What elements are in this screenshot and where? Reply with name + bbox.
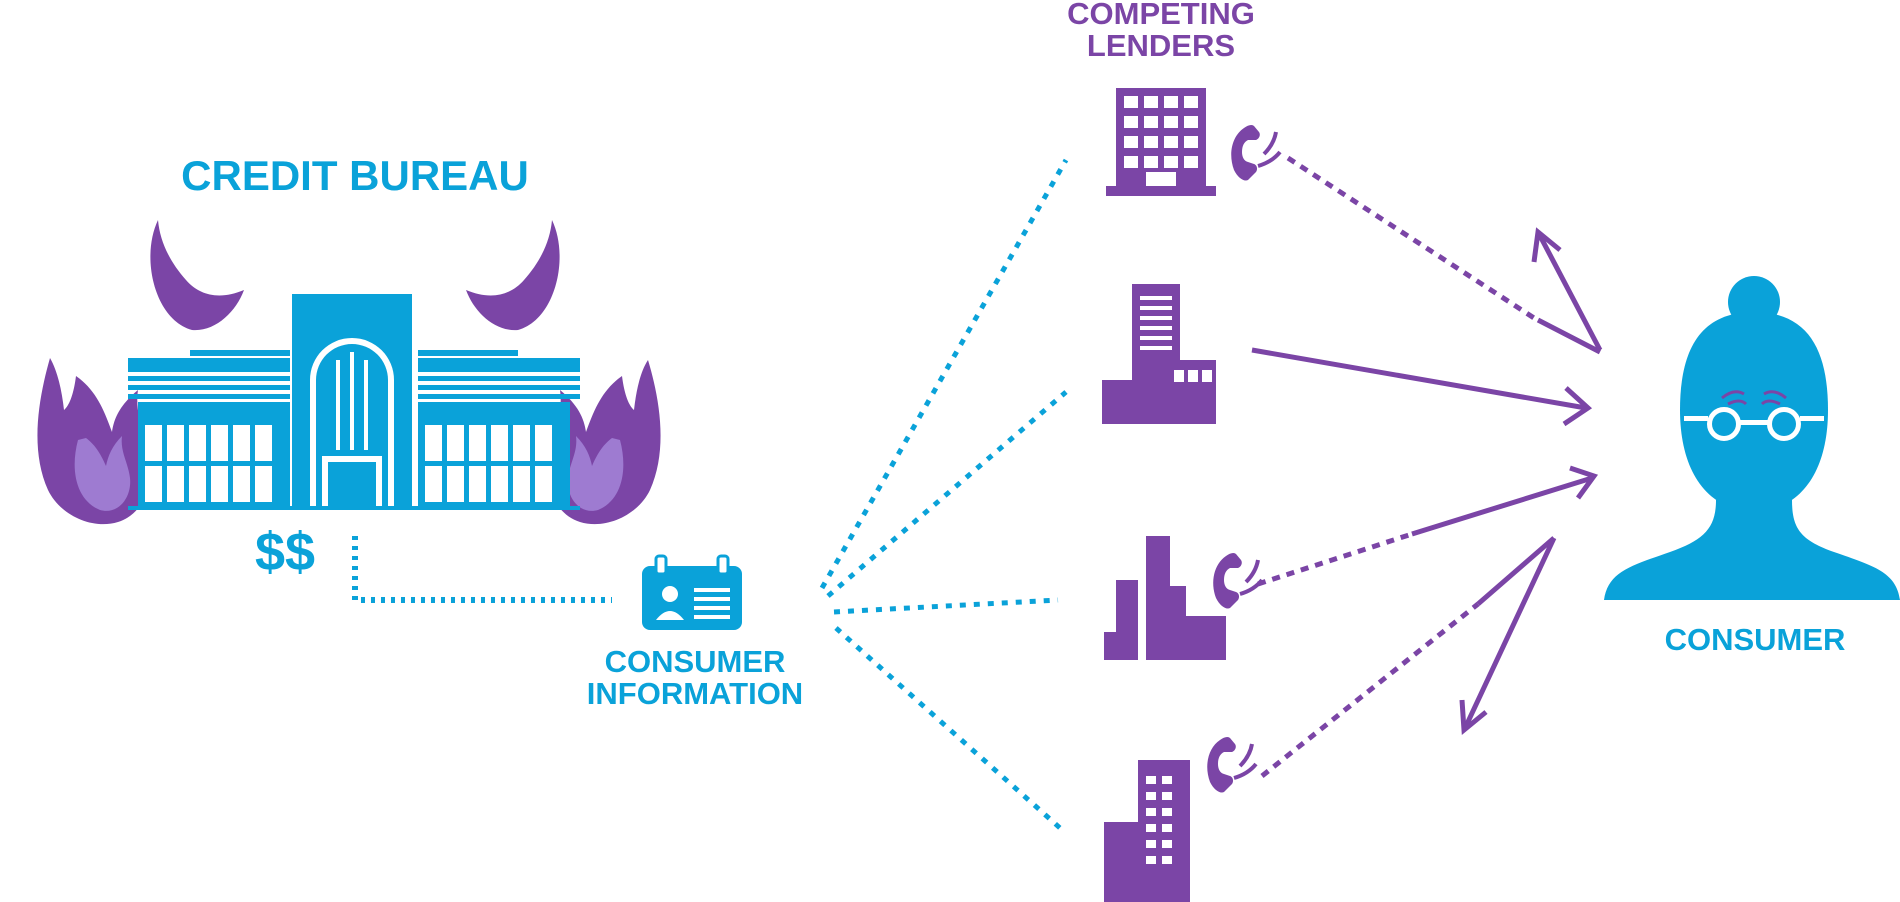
city-buildings-icon [1104,536,1226,660]
worried-person-icon [1604,276,1900,600]
lender-3 [1104,536,1264,660]
credit-bureau-title: CREDIT BUREAU [181,152,529,199]
phone-icon [1211,550,1264,611]
factory-building-icon [1102,284,1216,424]
consumer-information-label: CONSUMER INFORMATION [560,646,830,709]
lender-1 [1106,88,1282,196]
office-building-icon [1106,88,1216,196]
lender-2 [1102,284,1216,424]
bureau-to-info-connector [352,536,612,603]
consumer-information-line2: INFORMATION [586,675,804,711]
credit-bureau [37,220,661,603]
competing-lenders-line2: LENDERS [1086,27,1236,63]
lender-4 [1104,734,1258,902]
flame-icon [37,358,661,525]
consumer-label: CONSUMER [1664,622,1846,657]
money-symbol: $$ [254,522,316,582]
consumer-information-line1: CONSUMER [604,644,786,679]
lender-to-consumer-arrows [1251,155,1603,778]
competing-lenders-line1: COMPETING [1067,0,1255,31]
phone-icon [1229,122,1282,183]
info-to-lenders-connectors [819,158,1069,830]
id-card-icon [642,554,742,630]
devil-horn-icon [150,220,560,331]
phone-icon [1205,734,1258,795]
competing-lenders-label: COMPETING LENDERS [1036,0,1286,61]
